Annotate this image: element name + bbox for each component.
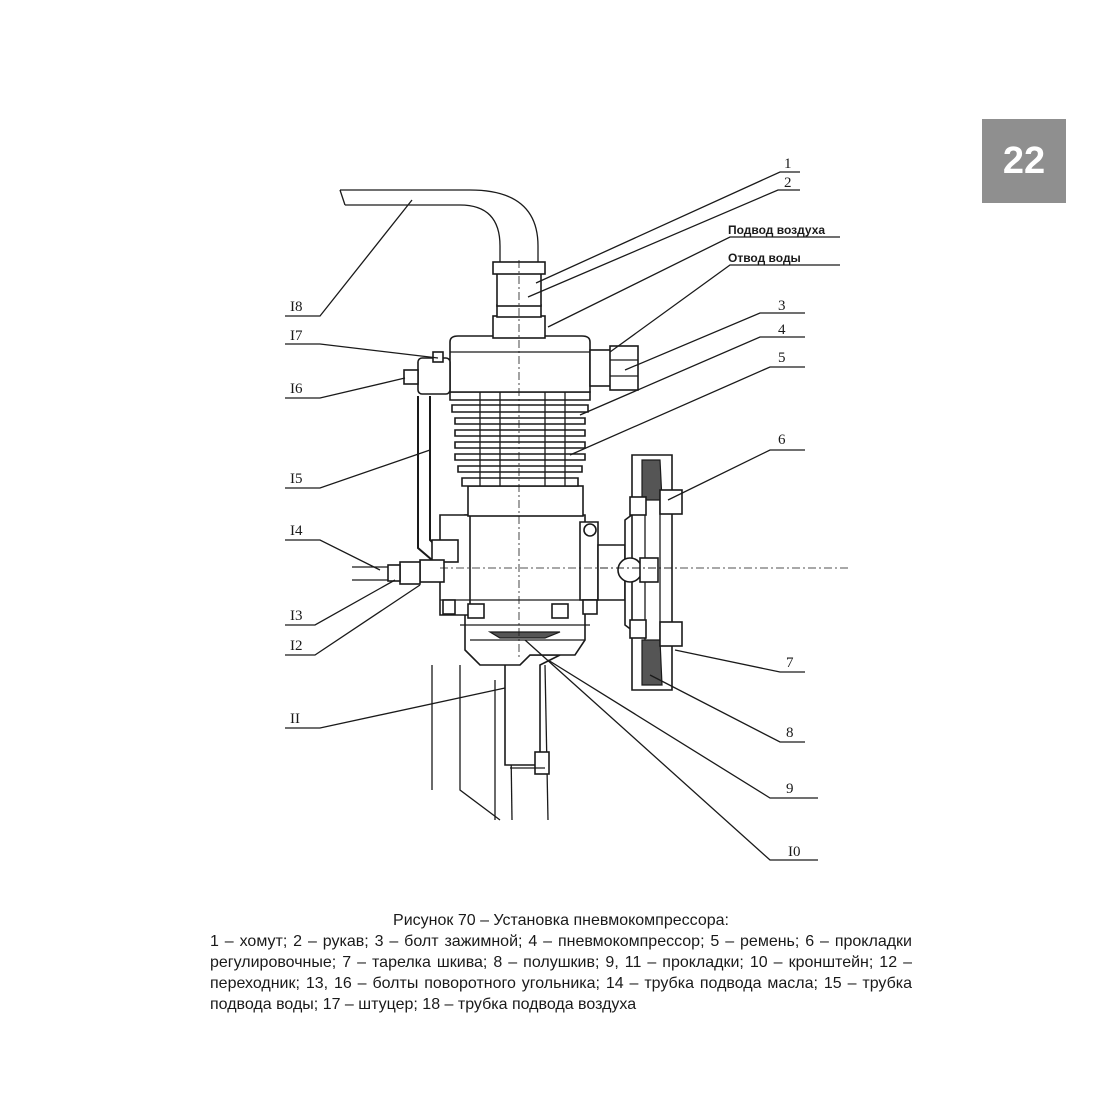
callout-18: I8	[290, 299, 303, 315]
leader-lines	[285, 171, 840, 861]
caption-title: Рисунок 70 – Установка пневмокомпрессора…	[393, 912, 729, 929]
oil-pipe-fittings	[352, 539, 459, 585]
callout-8: 8	[786, 725, 794, 741]
air-intake-hose	[339, 189, 546, 339]
callout-1: 1	[784, 156, 792, 172]
callout-12: I2	[290, 638, 303, 654]
compressor-installation-drawing: 1 2 Подвод воздуха Отвод воды 3 4 5 6 7 …	[285, 156, 850, 861]
callout-13: I3	[290, 608, 303, 624]
callout-3: 3	[778, 298, 786, 314]
callout-11: II	[290, 711, 300, 727]
cylinder-head	[449, 335, 639, 393]
center-lines	[440, 260, 850, 660]
crankcase	[439, 514, 599, 666]
cylinder-block	[449, 391, 591, 517]
callout-6: 6	[778, 432, 786, 448]
air-inlet-label: Подвод воздуха	[728, 223, 825, 237]
pulley-assembly	[597, 454, 683, 691]
figure-caption: Рисунок 70 – Установка пневмокомпрессора…	[210, 910, 912, 1015]
caption-legend: 1 – хомут; 2 – рукав; 3 – болт зажимной;…	[210, 933, 912, 1013]
callout-14: I4	[290, 523, 303, 539]
page-number-badge: 22	[982, 119, 1066, 203]
water-pipe	[403, 351, 451, 561]
callout-5: 5	[778, 350, 786, 366]
callout-7: 7	[786, 655, 794, 671]
callout-10: I0	[788, 844, 801, 860]
callout-9: 9	[786, 781, 794, 797]
water-outlet-label: Отвод воды	[728, 251, 801, 265]
callout-2: 2	[784, 175, 792, 191]
callout-labels: 1 2 Подвод воздуха Отвод воды 3 4 5 6 7 …	[290, 156, 825, 860]
callout-15: I5	[290, 471, 303, 487]
callout-17: I7	[290, 328, 303, 344]
callout-16: I6	[290, 381, 303, 397]
callout-4: 4	[778, 322, 786, 338]
bracket	[504, 654, 561, 775]
